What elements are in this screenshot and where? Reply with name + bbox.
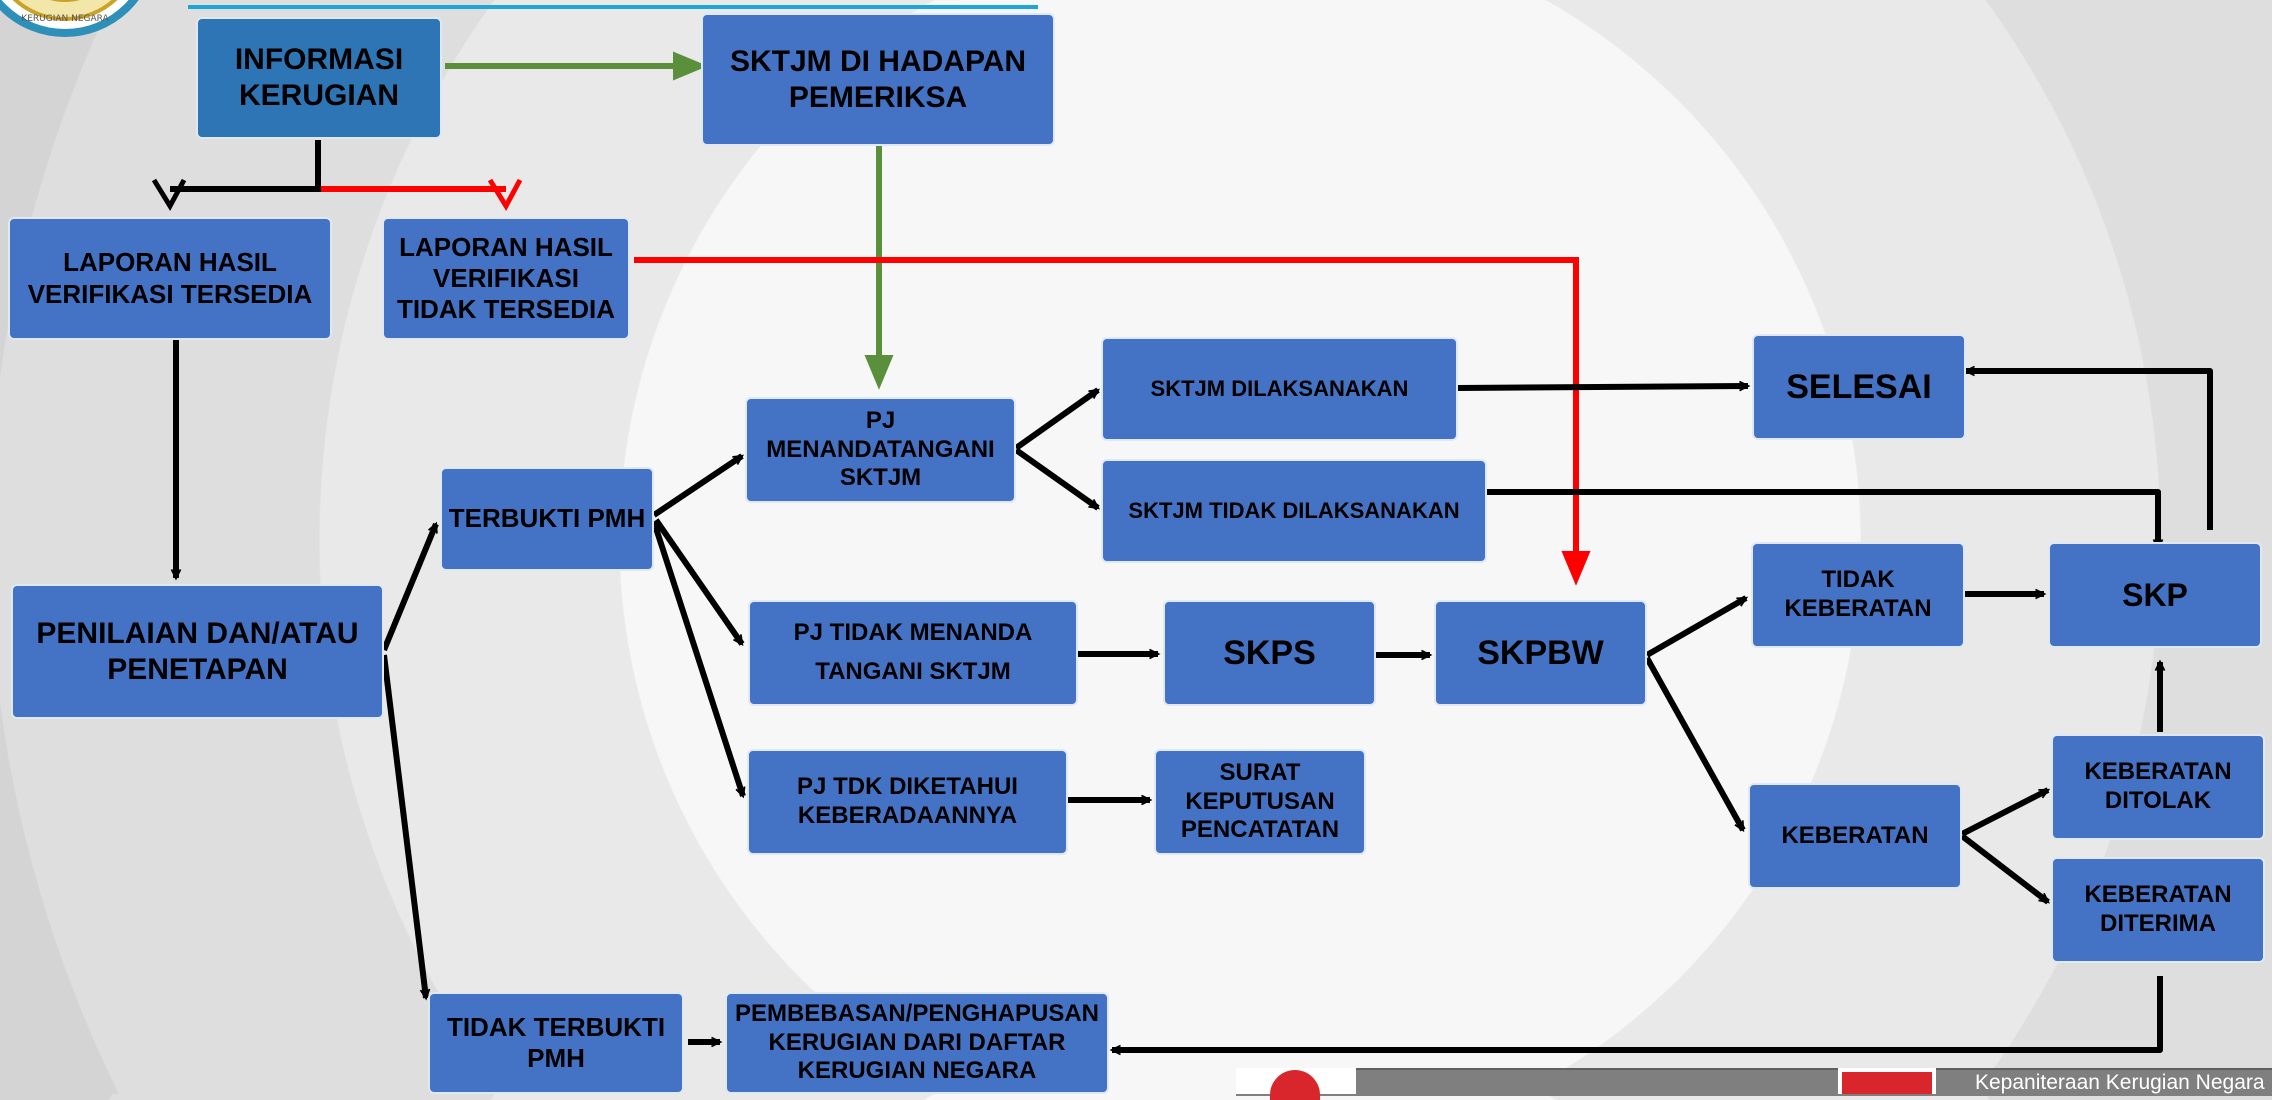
node-informasi-kerugian: INFORMASI KERUGIAN <box>196 17 442 139</box>
node-skp: SKP <box>2048 542 2262 648</box>
arrow-skpbw-to-tidak-keberatan <box>1645 595 1749 658</box>
red-branch-to-lhv-tidak <box>318 178 523 212</box>
node-terbukti-pmh: TERBUKTI PMH <box>440 467 654 571</box>
node-keberatan-ditolak: KEBERATAN DITOLAK <box>2051 734 2265 840</box>
footer-text: Kepaniteraan Kerugian Negara <box>1975 1071 2265 1094</box>
node-selesai: SELESAI <box>1752 334 1966 440</box>
arrow-terbukti-to-pj-tidak <box>653 518 745 647</box>
node-pj-tidak-menandatangani: PJ TIDAK MENANDA TANGANI SKTJM <box>748 600 1078 706</box>
arrow-sktjm-tidak-to-skp <box>1487 489 2164 551</box>
arrow-keberatan-to-diterima <box>1960 833 2050 905</box>
arrow-sktjm-dilaksanakan-to-selesai <box>1457 380 1751 392</box>
node-sktjm-dilaksanakan: SKTJM DILAKSANAKAN <box>1101 337 1458 441</box>
node-penilaian-penetapan: PENILAIAN DAN/ATAU PENETAPAN <box>11 584 384 719</box>
arrow-penilaian-to-terbukti <box>381 521 439 652</box>
arrow-skpbw-to-keberatan <box>1644 656 1746 833</box>
node-pj-tidak-line2: TANGANI SKTJM <box>815 658 1011 685</box>
node-pj-tdk-diketahui: PJ TDK DIKETAHUI KEBERADAANNYA <box>747 749 1068 855</box>
black-branch-to-lhv-tersedia <box>151 140 321 212</box>
title-underline <box>188 5 1038 9</box>
arrow-terbukti-to-pj-menandatangani <box>652 453 745 518</box>
node-sktjm-tidak-dilaksanakan: SKTJM TIDAK DILAKSANAKAN <box>1101 459 1487 563</box>
node-keberatan-diterima: KEBERATAN DITERIMA <box>2051 857 2265 963</box>
footer-bar <box>1236 1068 2272 1096</box>
node-skps: SKPS <box>1163 600 1376 706</box>
node-skpbw: SKPBW <box>1434 600 1647 706</box>
node-tidak-terbukti-pmh: TIDAK TERBUKTI PMH <box>428 992 684 1094</box>
arrow-pj-to-sktjm-dilaksanakan <box>1014 387 1101 451</box>
green-arrow-sktjm-to-pj <box>864 146 894 390</box>
red-book-icon <box>1842 1072 1932 1094</box>
arrow-penilaian-to-tidak-terbukti <box>381 654 431 1001</box>
arrow-skp-to-selesai <box>1963 365 2213 530</box>
arrow-pj-to-sktjm-tidak-dilaksanakan <box>1014 447 1101 511</box>
node-tidak-keberatan: TIDAK KEBERATAN <box>1751 542 1965 648</box>
node-pj-menandatangani-sktjm: PJ MENANDATANGANI SKTJM <box>745 397 1016 503</box>
node-pj-tidak-line1: PJ TIDAK MENANDA <box>793 619 1033 647</box>
arrow-keberatan-to-ditolak <box>1960 787 2051 837</box>
node-pembebasan-penghapusan: PEMBEBASAN/PENGHAPUSAN KERUGIAN DARI DAF… <box>725 992 1109 1094</box>
arrow-terbukti-to-pj-tdk-diketahui <box>651 521 746 799</box>
node-lhv-tersedia: LAPORAN HASIL VERIFIKASI TERSEDIA <box>8 217 332 340</box>
svg-text:KERUGIAN NEGARA: KERUGIAN NEGARA <box>21 14 109 24</box>
node-keberatan: KEBERATAN <box>1748 783 1962 889</box>
green-arrow-informasi-to-sktjm <box>445 51 708 81</box>
arrow-diterima-to-pembebasan <box>1109 976 2163 1056</box>
node-lhv-tidak-tersedia: LAPORAN HASIL VERIFIKASI TIDAK TERSEDIA <box>382 217 630 340</box>
seal-logo-icon: KERUGIAN NEGARA <box>0 0 139 37</box>
node-surat-keputusan-pencatatan: SURAT KEPUTUSAN PENCATATAN <box>1154 749 1366 855</box>
red-arrow-lhv-tidak-to-skpbw <box>634 257 1591 586</box>
node-sktjm-di-hadapan-pemeriksa: SKTJM DI HADAPAN PEMERIKSA <box>701 13 1055 146</box>
